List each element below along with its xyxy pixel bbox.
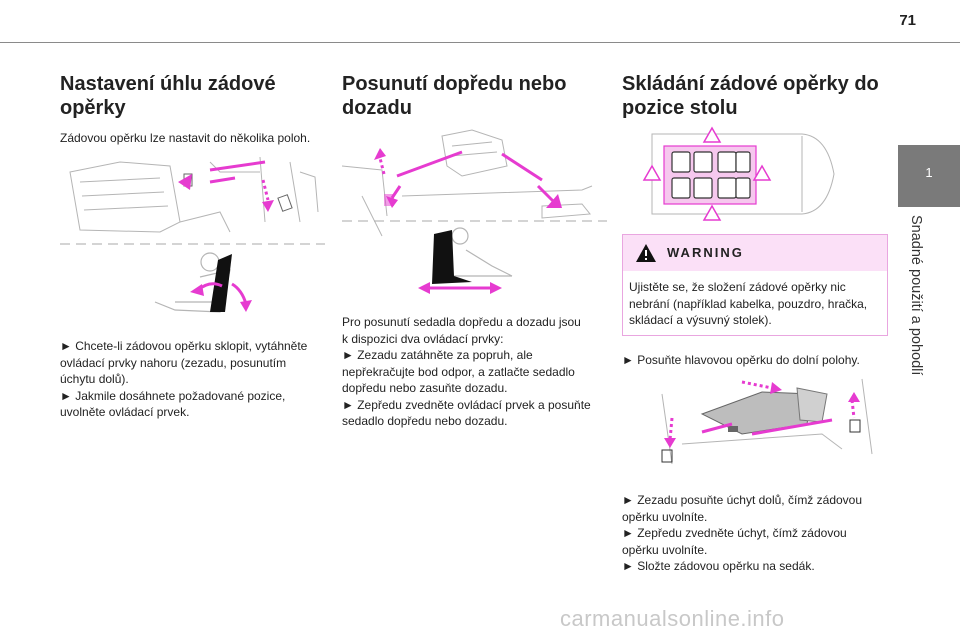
warning-header: WARNING	[623, 235, 887, 271]
warning-box: WARNING Ujistěte se, že složení zádové o…	[622, 234, 888, 336]
seat-slide-illustration	[342, 129, 607, 294]
chapter-label: Snadné použití a pohodlí	[908, 215, 924, 376]
step-line: ► Jakmile dosáhnete požadované pozice,	[60, 388, 286, 403]
step-line: Pro posunutí sedadla dopředu a dozadu js…	[342, 315, 581, 329]
step-line: sedadlo dopředu nebo dozadu.	[342, 414, 508, 428]
step-headrest: ► Posuňte hlavovou opěrku do dolní poloh…	[622, 352, 860, 367]
steps-slide: Pro posunutí sedadla dopředu a dozadu js…	[342, 314, 607, 430]
step-line: ► Zepředu zvedněte úchyt, čímž zádovou	[622, 526, 847, 540]
step-line: k dispozici dva ovládací prvky:	[342, 331, 504, 346]
page-number: 71	[899, 12, 916, 29]
section-title-backrest-angle: Nastavení úhlu zádové opěrky	[60, 73, 276, 119]
watermark: carmanualsonline.info	[560, 606, 785, 631]
intro-text: Zádovou opěrku lze nastavit do několika …	[60, 131, 311, 145]
step-line: uvolněte ovládací prvek.	[60, 405, 190, 419]
column-slide-seat: Posunutí dopředu nebo dozadu Pro posunu	[342, 72, 607, 430]
step-line: ► Zezadu posuňte úchyt dolů, čímž zádovo…	[622, 493, 863, 507]
step-line: opěrku uvolníte.	[622, 509, 708, 524]
section-title-table-position: Skládání zádové opěrky do pozice stolu	[622, 73, 879, 119]
chapter-tab[interactable]: 1	[898, 145, 960, 207]
chapter-number: 1	[925, 165, 933, 180]
warning-text: Ujistěte se, že složení zádové opěrky ni…	[629, 280, 868, 327]
step-line: ► Složte zádovou opěrku na sedák.	[622, 559, 815, 573]
step-line: nepřekračujte bod odpor, a zatlačte seda…	[342, 364, 575, 379]
seat-layout-illustration	[642, 126, 835, 221]
top-divider	[0, 42, 960, 43]
step-line: úchytu dolů).	[60, 372, 129, 386]
step-line: ► Chcete-li zádovou opěrku sklopit, vytá…	[60, 339, 308, 353]
column-backrest-angle: Nastavení úhlu zádové opěrky Zádovou opě…	[60, 72, 325, 421]
backrest-illustration	[60, 156, 325, 313]
warning-icon	[636, 244, 656, 262]
steps-fold: ► Zezadu posuňte úchyt dolů, čímž zádovo…	[622, 492, 887, 575]
column-table-position: Skládání zádové opěrky do pozice stolu	[622, 72, 888, 575]
warning-title: WARNING	[667, 245, 744, 260]
step-line: ► Zepředu zvedněte ovládací prvek a posu…	[342, 397, 591, 412]
fold-table-illustration	[661, 378, 873, 465]
step-line: dopředu nebo zasuňte dozadu.	[342, 381, 508, 395]
step-line: opěrku uvolníte.	[622, 542, 708, 557]
step-line: ► Zezadu zatáhněte za popruh, ale	[342, 348, 533, 362]
step-line: ovládací prvky nahoru (zezadu, posunutím	[60, 355, 287, 370]
steps-backrest: ► Chcete-li zádovou opěrku sklopit, vytá…	[60, 338, 325, 421]
section-title-slide-seat: Posunutí dopředu nebo dozadu	[342, 73, 567, 119]
